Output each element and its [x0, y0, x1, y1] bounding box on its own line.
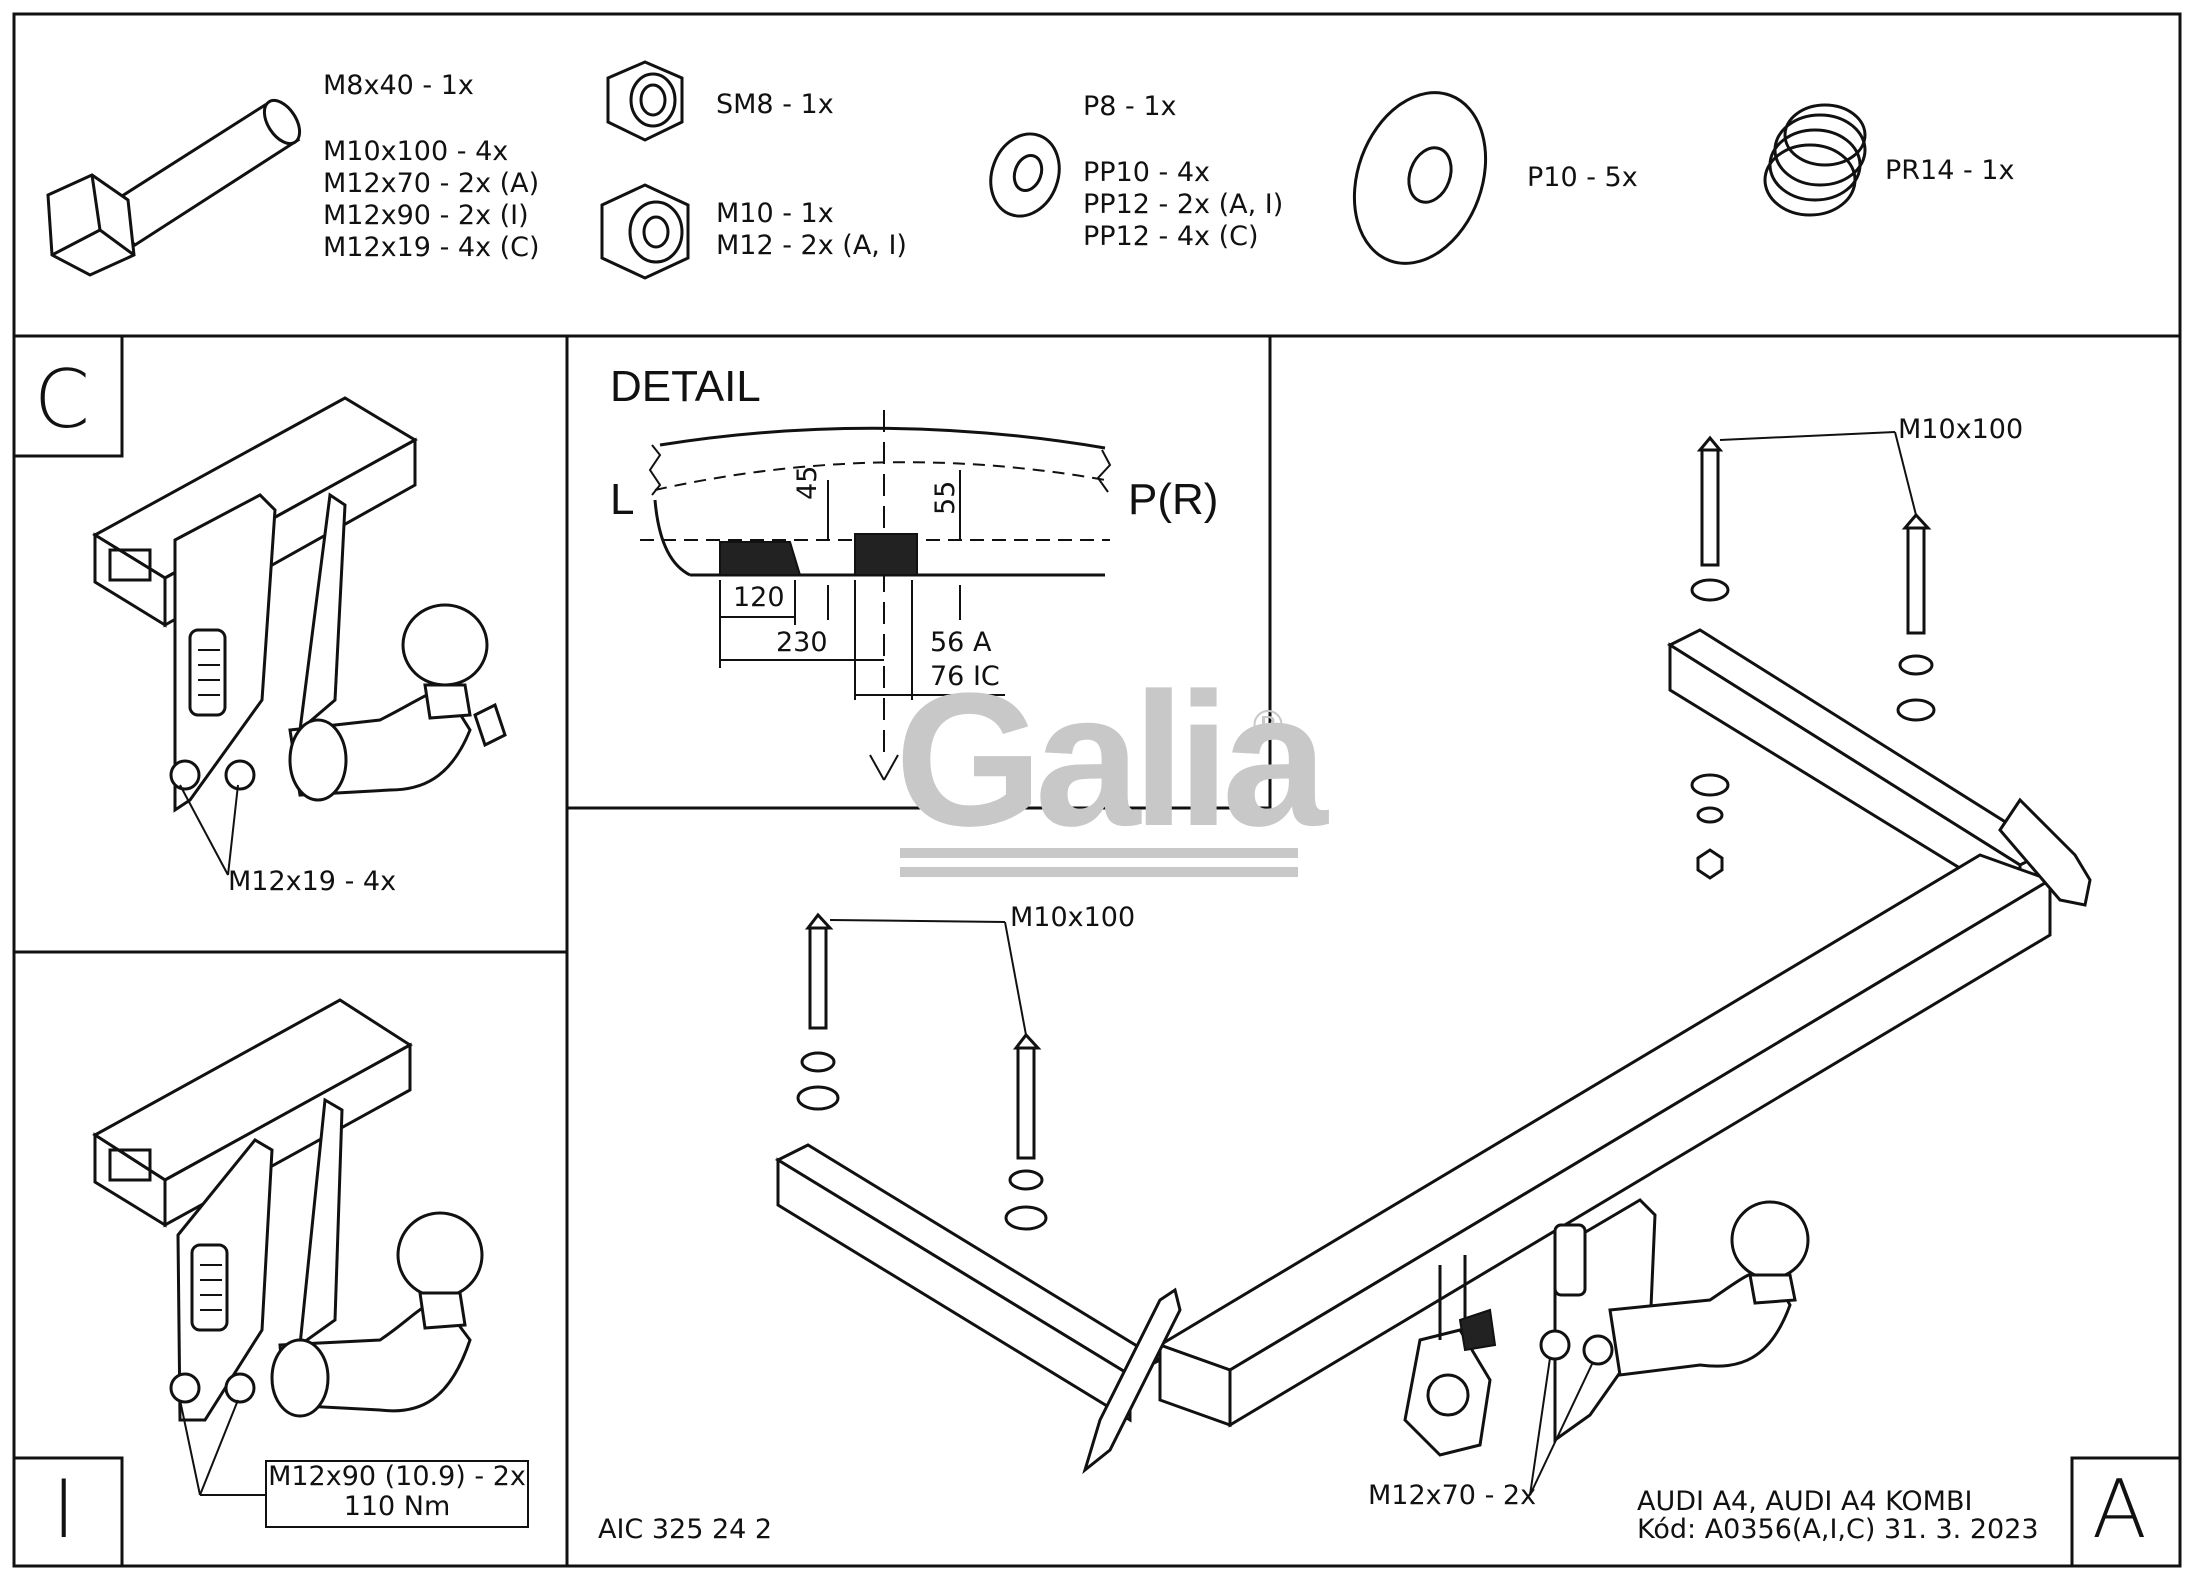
- panel-i-torque: 110 Nm: [343, 1491, 451, 1522]
- big-washer-icon: [1352, 91, 1488, 265]
- big-washer-label: P10 - 5x: [1527, 162, 1638, 193]
- detail-box: [567, 336, 1272, 810]
- callout-lines-a: [829, 431, 1917, 1496]
- selflock-nut-label: SM8 - 1x: [716, 89, 834, 120]
- letter-box-a: [2070, 1456, 2182, 1568]
- nut-icon: [600, 183, 690, 280]
- detail-dim-120: 120: [733, 582, 785, 613]
- detail-section: [640, 410, 1112, 781]
- vehicle-model: AUDI A4, AUDI A4 KOMBI: [1637, 1486, 1973, 1517]
- panel-a-bolt-bottom: M12x70 - 2x: [1368, 1480, 1537, 1511]
- bolt-label-m12x90: M12x90 - 2x (I): [323, 200, 529, 231]
- panel-letter-a: A: [2092, 1463, 2147, 1556]
- washer-label-pp12-c: PP12 - 4x (C): [1083, 221, 1259, 252]
- detail-dim-76ic: 76 IC: [930, 661, 1000, 692]
- nut-label-m12: M12 - 2x (A, I): [716, 230, 907, 261]
- registered-mark: ®: [1248, 703, 1288, 749]
- bolt-label-m12x19: M12x19 - 4x (C): [323, 232, 540, 263]
- brand-watermark: Galia: [895, 654, 1328, 866]
- nut-label-m10: M10 - 1x: [716, 198, 834, 229]
- bolt-label-m12x70: M12x70 - 2x (A): [323, 168, 540, 199]
- detail-left-label: L: [610, 475, 635, 524]
- washer-label-pp12-ai: PP12 - 2x (A, I): [1083, 189, 1284, 220]
- detail-dim-230: 230: [776, 627, 828, 658]
- callout-lines-c: [179, 784, 239, 876]
- panel-letter-i: I: [52, 1463, 76, 1556]
- panel-a-bolt-left: M10x100: [1010, 902, 1136, 933]
- detail-dim-55: 55: [930, 480, 961, 515]
- detail-title: DETAIL: [610, 362, 761, 411]
- letter-box-c: [12, 334, 124, 458]
- towbar-drawing-a: [774, 435, 2092, 1475]
- washer-label-p8: P8 - 1x: [1083, 91, 1177, 122]
- panel-a-bolt-top-right: M10x100: [1898, 414, 2024, 445]
- detail-right-label: P(R): [1128, 475, 1219, 524]
- panel-i-bolt-callout-box: M12x90 (10.9) - 2x 110 Nm: [265, 1460, 529, 1528]
- detail-dim-56a: 56 A: [930, 627, 992, 658]
- panel-i-bolt-callout-line1: M12x90 (10.9) - 2x: [268, 1461, 526, 1492]
- bolt-icon: [46, 98, 302, 277]
- selflock-nut-icon: [606, 60, 684, 142]
- bolt-label-m8x40: M8x40 - 1x: [323, 70, 474, 101]
- bolt-label-m10x100: M10x100 - 4x: [323, 136, 509, 167]
- outer-frame: [12, 12, 2182, 1568]
- product-code: Kód: A0356(A,I,C) 31. 3. 2023: [1637, 1514, 2039, 1545]
- hitch-drawing-i: [92, 998, 484, 1422]
- spring-washer-label: PR14 - 1x: [1885, 155, 2015, 186]
- hitch-drawing-c: [92, 396, 507, 813]
- small-washer-icon: [989, 132, 1061, 218]
- detail-blocks: [719, 533, 918, 576]
- spring-washer-icon: [1763, 103, 1867, 217]
- panel-c-bolt-callout: M12x19 - 4x: [228, 866, 397, 897]
- reference-code: AIC 325 24 2: [598, 1514, 773, 1545]
- callout-lines-i: [179, 1399, 265, 1496]
- watermark-underline: [900, 848, 1298, 877]
- letter-box-i: [12, 1456, 124, 1568]
- washer-label-pp10: PP10 - 4x: [1083, 157, 1210, 188]
- panel-letter-c: C: [34, 353, 90, 446]
- detail-dim-45: 45: [792, 465, 823, 500]
